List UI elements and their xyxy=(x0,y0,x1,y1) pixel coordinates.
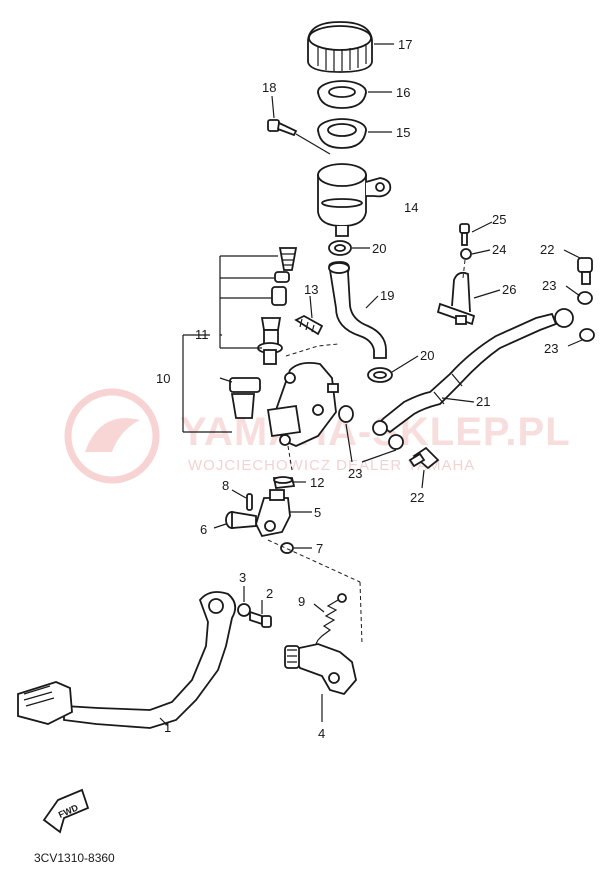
callout-11: 11 xyxy=(195,327,209,342)
part-1-brake-pedal[interactable] xyxy=(17,591,237,729)
part-2-bolt[interactable] xyxy=(249,610,272,628)
callout-14: 14 xyxy=(404,200,418,215)
callout-22-upper: 22 xyxy=(540,242,554,257)
callout-23-right-lower: 23 xyxy=(544,341,558,356)
callout-23-middle: 23 xyxy=(348,466,362,481)
callout-7: 7 xyxy=(316,541,323,556)
part-7-washer[interactable] xyxy=(280,542,294,554)
callout-21: 21 xyxy=(476,394,490,409)
callout-12: 12 xyxy=(310,475,324,490)
part-26-washer[interactable] xyxy=(460,248,472,260)
bracket-10-lines xyxy=(182,334,232,433)
callout-5: 5 xyxy=(314,505,321,520)
bracket-11-lines xyxy=(219,255,278,349)
callout-15: 15 xyxy=(396,125,410,140)
callout-2: 2 xyxy=(266,586,273,601)
watermark-subtitle: WOJCIECHOWICZ DEALER YAMAHA xyxy=(188,457,475,474)
fwd-arrow-icon: FWD xyxy=(42,788,90,834)
callout-22-lower: 22 xyxy=(410,490,424,505)
part-18-screw[interactable] xyxy=(267,119,331,155)
callout-1: 1 xyxy=(164,720,171,735)
guide-line-25 xyxy=(462,259,466,279)
callout-26: 24 xyxy=(492,242,506,257)
diagram-code: 3CV1310-8360 xyxy=(34,851,115,865)
part-20-lower-clamp[interactable] xyxy=(367,367,393,383)
watermark-logo-ring xyxy=(64,388,160,484)
callout-9: 9 xyxy=(298,594,305,609)
guide-line-master-upper xyxy=(285,343,339,357)
callout-leaders xyxy=(213,43,583,614)
part-6-clevis-pin[interactable] xyxy=(225,510,257,529)
part-23-washer-middle-lower[interactable] xyxy=(388,434,404,450)
part-24-hose-bracket[interactable] xyxy=(436,271,476,326)
part-23-washer-middle-upper[interactable] xyxy=(338,405,354,423)
part-8-cotter-pin[interactable] xyxy=(246,493,253,511)
part-21-brake-hose[interactable] xyxy=(372,308,574,436)
part-13-bolt[interactable] xyxy=(294,314,324,336)
callout-8: 8 xyxy=(222,478,229,493)
part-17-reservoir-cap[interactable] xyxy=(307,21,373,73)
part-9-return-spring[interactable] xyxy=(313,593,347,649)
part-15-diaphragm[interactable] xyxy=(317,118,367,149)
part-14-reservoir[interactable] xyxy=(317,163,392,237)
callout-3: 3 xyxy=(239,570,246,585)
part-16-diaphragm-plate[interactable] xyxy=(317,80,367,109)
callout-4: 4 xyxy=(318,726,325,741)
callout-17: 17 xyxy=(398,37,412,52)
leader-1 xyxy=(159,717,169,727)
callout-19: 19 xyxy=(380,288,394,303)
watermark-logo-mark xyxy=(85,418,140,452)
guide-line-clevis-to-lever xyxy=(267,539,363,645)
part-4-brake-lever-arm[interactable] xyxy=(284,643,357,696)
part-19-reservoir-hose[interactable] xyxy=(328,261,387,359)
part-22-union-bolt-upper[interactable] xyxy=(577,257,593,285)
callout-labels: 17 16 15 18 14 20 19 20 13 11 10 21 26 2… xyxy=(156,37,558,741)
callout-20-upper: 20 xyxy=(372,241,386,256)
part-12-nut[interactable] xyxy=(272,476,296,489)
part-5-clevis[interactable] xyxy=(255,489,291,538)
part-25-bolt[interactable] xyxy=(459,223,470,246)
part-23-washer-right-upper[interactable] xyxy=(577,291,593,305)
callout-6: 6 xyxy=(200,522,207,537)
part-11-piston-kit[interactable] xyxy=(229,247,298,419)
callout-13: 13 xyxy=(304,282,318,297)
part-23-washer-right-lower[interactable] xyxy=(579,328,595,342)
part-10-master-cylinder-body[interactable] xyxy=(266,361,339,447)
callout-10: 10 xyxy=(156,371,170,386)
callout-23-right-upper: 23 xyxy=(542,278,556,293)
part-20-upper-clamp[interactable] xyxy=(328,240,352,256)
part-3-washer[interactable] xyxy=(237,603,251,617)
callout-25: 25 xyxy=(492,212,506,227)
bracket-10-link xyxy=(219,377,233,383)
callout-18: 18 xyxy=(262,80,276,95)
part-22-union-bolt-lower[interactable] xyxy=(408,446,440,470)
callout-16: 16 xyxy=(396,85,410,100)
callout-20-lower: 20 xyxy=(420,348,434,363)
callout-24: 26 xyxy=(502,282,516,297)
